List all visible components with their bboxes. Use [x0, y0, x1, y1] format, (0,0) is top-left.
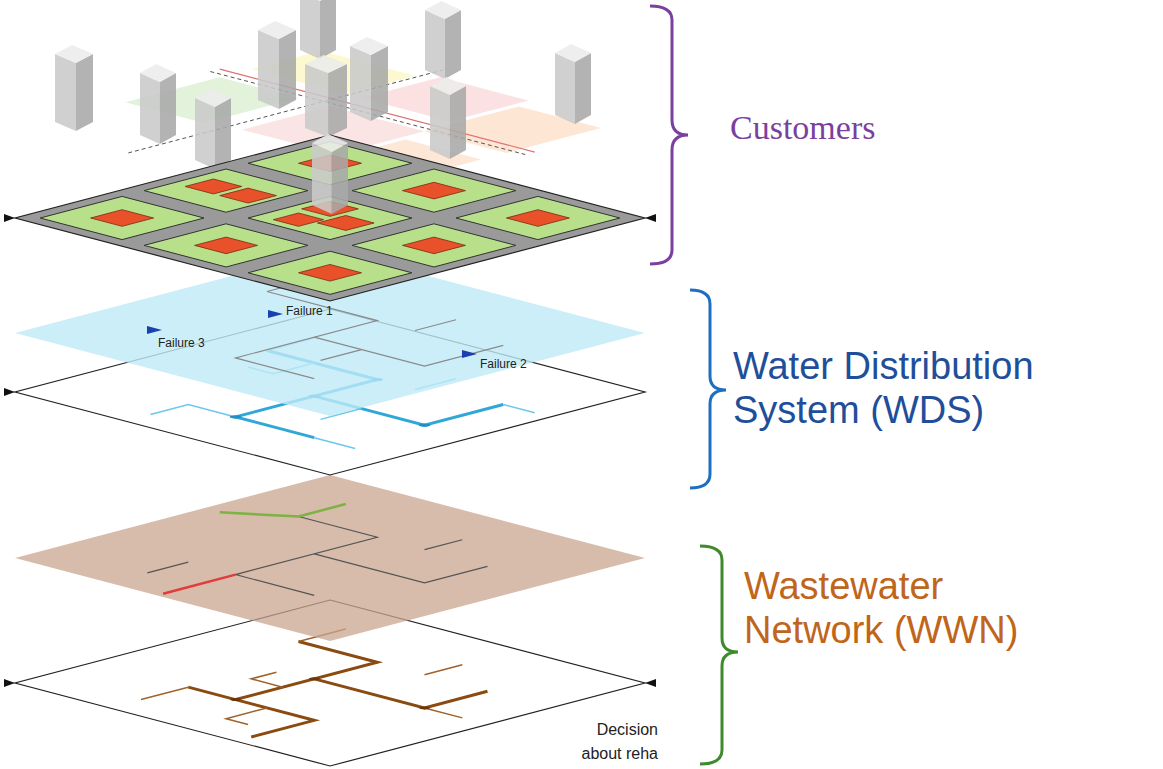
layer-title: Water Distribution System (WDS)	[733, 345, 1153, 432]
building-face	[371, 46, 388, 121]
wwn-shaded-plane	[15, 475, 645, 641]
building-face	[350, 46, 371, 121]
building-face	[312, 134, 348, 152]
front-building	[312, 134, 348, 214]
building-face	[140, 64, 176, 82]
note-text: Decision about reha	[562, 718, 658, 766]
building-face	[575, 53, 591, 124]
wwn-bracket	[700, 546, 738, 764]
building-face	[430, 86, 450, 159]
building-face	[305, 64, 328, 137]
building-face	[160, 73, 176, 144]
building-face	[425, 1, 461, 19]
building-face	[555, 44, 591, 62]
building-face	[300, 0, 320, 59]
corner-markers	[4, 214, 656, 687]
building-face	[215, 98, 231, 169]
building-group	[55, 0, 591, 169]
building-face	[332, 143, 348, 214]
customers-bracket	[650, 6, 688, 264]
building-face	[312, 143, 332, 214]
building-face	[258, 30, 279, 109]
building-face	[305, 55, 347, 73]
building-face	[320, 0, 336, 59]
wds-shaded-plane	[15, 250, 645, 416]
building-face	[450, 86, 466, 159]
building-face	[430, 77, 466, 95]
building-face	[300, 0, 336, 1]
building-face	[279, 30, 296, 109]
building-face	[258, 21, 296, 39]
layer-title: Customers	[730, 108, 1030, 147]
building-face	[76, 54, 93, 131]
city-grid-plane	[15, 135, 645, 301]
building-face	[425, 10, 445, 79]
building-face	[350, 37, 388, 55]
building-face	[555, 53, 575, 124]
building-face	[328, 64, 347, 137]
failure-label: Failure 3	[158, 336, 248, 350]
building-face	[195, 98, 215, 169]
building-face	[55, 54, 76, 131]
layer-title: Wastewater Network (WWN)	[744, 565, 1044, 652]
failure-label: Failure 1	[286, 304, 376, 318]
building-face	[195, 89, 231, 107]
failure-label: Failure 2	[480, 357, 570, 371]
building-face	[55, 45, 93, 63]
building-face	[445, 10, 461, 79]
wds-bracket	[690, 290, 726, 488]
building-face	[140, 73, 160, 144]
